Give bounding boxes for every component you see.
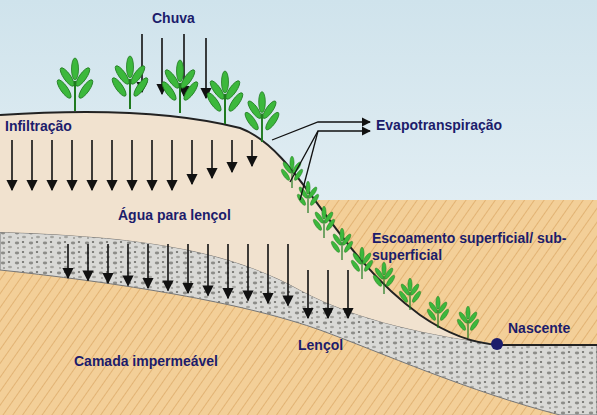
diagram-label: Água para lençol [118,207,231,224]
diagram-label: Evapotranspiração [376,117,502,134]
diagram-label: Escoamento superficial/ sub-superficial [372,230,577,264]
plant [372,262,396,294]
flow-arrow [147,244,149,288]
flow-arrow [231,140,233,172]
flow-arrow [31,140,33,190]
flow-arrow [307,270,309,318]
plant [312,206,336,238]
soil [0,112,597,345]
flow-arrow [205,38,207,98]
plant [330,228,354,260]
diagram-label: Chuva [152,10,195,27]
diagram-label: Camada impermeável [74,353,218,370]
flow-arrow [127,244,129,286]
plant [205,71,245,124]
flow-arrow [211,140,213,178]
flow-arrow [267,244,269,303]
flow-arrow [87,244,89,281]
diagram-label: Lençol [298,337,343,354]
flow-arrow [167,244,169,291]
plant [55,58,95,111]
diagram-label: Nascente [508,320,570,337]
plants [55,56,480,338]
flow-arrow [191,140,193,184]
flow-arrow [67,244,69,278]
flow-arrow [71,140,73,190]
flow-arrow [91,140,93,190]
diagram-label: Infiltração [5,118,72,135]
plant [426,296,450,328]
flow-arrow [187,244,189,293]
flow-arrow [327,270,329,318]
evapotranspiration-arrows [272,122,370,200]
flow-arrow [11,140,13,190]
spring-dot [491,338,503,350]
flow-arrow [111,140,113,190]
flow-arrow [151,140,153,190]
flow-arrow [247,244,249,301]
flow-arrow [251,140,253,166]
flow-arrow [347,270,349,318]
plant [110,56,150,109]
plant [280,156,304,188]
plant [350,247,374,279]
flow-arrow [51,140,53,190]
flow-arrow [287,244,289,306]
flow-arrow [171,140,173,190]
plant [243,92,281,142]
plant [160,60,200,113]
flow-arrow [107,244,109,283]
plant [398,278,422,310]
plant [456,306,480,338]
flow-arrows [12,34,348,318]
plant [296,181,320,213]
ground-surface [0,112,597,345]
flow-arrow [227,244,229,298]
flow-arrow [207,244,209,296]
flow-arrow [131,140,133,190]
